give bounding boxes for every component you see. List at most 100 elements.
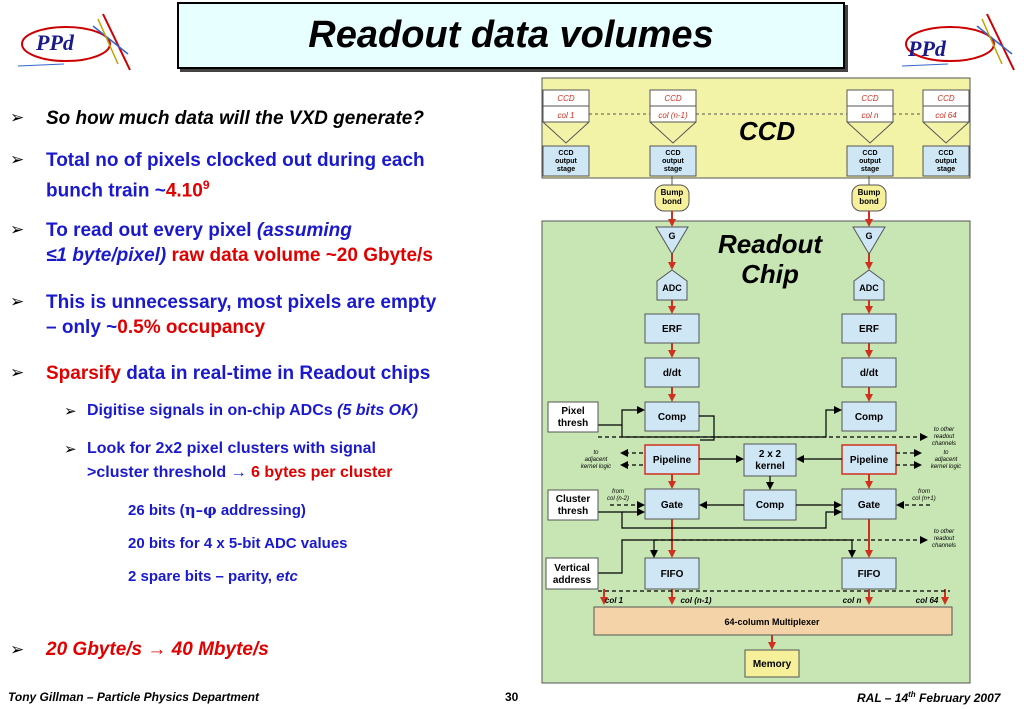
footer-page-number: 30 [505, 690, 519, 704]
mux-col-label: col (n-1) [680, 596, 711, 605]
mux-col-label: col 1 [605, 596, 624, 605]
gate-label: Gate [858, 500, 881, 511]
ppd-logo-left-graphic [17, 13, 131, 71]
ccd-title: CCD [739, 116, 796, 146]
ccd-label: CCD [861, 94, 879, 103]
footer-author: Tony Gillman – Particle Physics Departme… [8, 690, 259, 704]
bullet-read-every-pixel: To read out every pixel (assuming ≤1 byt… [46, 220, 433, 266]
adc-right [853, 269, 885, 301]
ddt-label: d/dt [860, 368, 879, 379]
gain-label: G [865, 231, 872, 241]
slide-title-box: Readout data volumes [177, 2, 845, 69]
fifo-label: FIFO [661, 569, 684, 580]
pipeline-right [841, 444, 897, 475]
cluster-thresh-box [547, 489, 599, 521]
sub-bullet-adc: Digitise signals in on-chip ADCs (5 bits… [87, 402, 418, 419]
erf-label: ERF [662, 324, 682, 335]
erf-left [644, 313, 700, 344]
ppd-logo-left: PPd [8, 4, 133, 74]
ddt-label: d/dt [663, 368, 682, 379]
bits-adc-values: 20 bits for 4 x 5-bit ADC values [128, 535, 348, 552]
ccd-label: CCD [557, 94, 575, 103]
comp-label: Comp [855, 412, 883, 423]
ccd-label: CCD [937, 94, 955, 103]
bullet-arrow-icon: ➢ [10, 640, 25, 659]
gain-amp-left [655, 226, 689, 255]
kernel-comp-label: Comp [756, 500, 784, 511]
fifo-label: FIFO [858, 569, 881, 580]
ccd-label: CCD [664, 94, 682, 103]
bullet-unnecessary: This is unnecessary, most pixels are emp… [46, 292, 437, 338]
memory [744, 649, 800, 678]
ppd-logo-right: PPd [892, 4, 1017, 74]
slide-title: Readout data volumes [308, 14, 714, 56]
bullet-arrow-icon: ➢ [10, 292, 25, 311]
ppd-logo-right-graphic [901, 13, 1015, 71]
sub-bullet-clusters: Look for 2x2 pixel clusters with signal … [87, 440, 393, 481]
bullet-total-pixels-line2: bunch train ~4.109 [46, 178, 210, 202]
multiplexer-label: 64-column Multiplexer [724, 617, 820, 627]
bullet-arrow-icon: ➢ [10, 108, 25, 127]
ddt-left [644, 357, 700, 388]
gate-right [841, 488, 897, 520]
bullet-rate-reduction: 20 Gbyte/s → 40 Mbyte/s [46, 639, 269, 660]
vertical-address-box [545, 557, 599, 590]
pixel-thresh-box [547, 401, 599, 433]
comp-right [841, 401, 897, 432]
bits-addressing: 26 bits (η–φ addressing) [128, 501, 306, 519]
fifo-left [644, 557, 700, 590]
gate-label: Gate [661, 500, 684, 511]
ppd-logo-text-right: PPd [908, 36, 946, 61]
mux-col-label: col 64 [916, 596, 939, 605]
memory-label: Memory [753, 659, 792, 670]
ppd-logo-text-left: PPd [36, 30, 74, 55]
adc-label: ADC [859, 283, 879, 293]
ccd-col-label: col 1 [558, 111, 575, 120]
pipeline-label: Pipeline [850, 455, 889, 466]
bullet-arrow-icon: ➢ [10, 150, 25, 169]
bullet-question: So how much data will the VXD generate? [46, 108, 424, 129]
ccd-col-label: col n [862, 111, 879, 120]
erf-label: ERF [859, 324, 879, 335]
erf-right [841, 313, 897, 344]
bullet-arrow-icon: ➢ [10, 220, 25, 239]
adc-label: ADC [662, 283, 682, 293]
comp-label: Comp [658, 412, 686, 423]
gain-amp-right [852, 226, 886, 255]
sub-bullet-arrow-icon: ➢ [64, 403, 77, 420]
sub-bullet-arrow-icon: ➢ [64, 441, 77, 458]
bullet-arrow-icon: ➢ [10, 363, 25, 382]
ccd-col-label: col 64 [935, 111, 957, 120]
ddt-right [841, 357, 897, 388]
bullet-sparsify: Sparsify data in real-time in Readout ch… [46, 363, 431, 384]
adc-left [656, 269, 688, 301]
gain-label: G [668, 231, 675, 241]
fifo-right [841, 557, 897, 590]
bits-spare: 2 spare bits – parity, etc [128, 568, 298, 585]
mux-col-label: col n [843, 596, 862, 605]
multiplexer [593, 606, 953, 636]
kernel-2x2 [743, 443, 797, 477]
ccd-region [541, 77, 971, 179]
gate-left [644, 488, 700, 520]
ccd-col-label: col (n-1) [658, 111, 688, 120]
